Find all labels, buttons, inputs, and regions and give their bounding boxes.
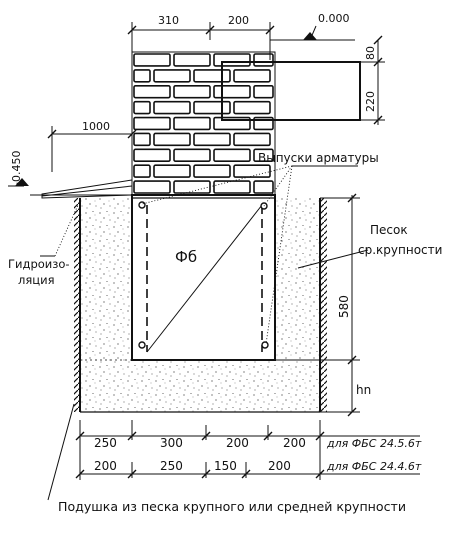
- dim-slab-220: 220: [364, 91, 377, 112]
- dim-row2-c: 150: [214, 459, 237, 473]
- dim-block-height: 580: [337, 295, 351, 318]
- block-label: Фб: [175, 248, 197, 266]
- brick: [133, 116, 171, 131]
- brick: [173, 180, 211, 194]
- dim-offset-1000: 1000: [82, 120, 110, 133]
- brick: [213, 148, 251, 163]
- brick: [253, 84, 274, 99]
- dim-row2-label: для ФБС 24.4.6т: [326, 460, 422, 473]
- dim-row1-d: 200: [283, 436, 306, 450]
- brick: [233, 132, 271, 147]
- waterproof-label-2: ляция: [18, 273, 55, 287]
- brick: [133, 148, 171, 163]
- rebar-bottom-right: [261, 341, 269, 349]
- brick: [193, 69, 231, 83]
- level-zero: 0.000: [318, 12, 350, 25]
- brick: [233, 164, 271, 178]
- sand-label-2: ср.крупности: [358, 243, 442, 257]
- right-dimension-lines: [275, 193, 360, 417]
- floor-slab: [221, 61, 361, 121]
- dim-brick-width: 310: [158, 14, 179, 27]
- brick: [213, 180, 251, 194]
- brick: [193, 164, 231, 178]
- dim-slab-80: 80: [364, 46, 377, 60]
- brick: [253, 180, 274, 194]
- rebar-bottom-left: [138, 341, 146, 349]
- dim-row2-b: 250: [160, 459, 183, 473]
- brick: [213, 84, 251, 99]
- dim-row1-a: 250: [94, 436, 117, 450]
- brick: [193, 132, 231, 147]
- bottom-dimension-lines: [75, 420, 420, 480]
- brick: [233, 69, 271, 83]
- excavation-walls: [74, 198, 327, 412]
- brick-wall: [131, 51, 276, 196]
- brick: [133, 164, 151, 178]
- brick: [173, 116, 211, 131]
- waterproof-label-1: Гидроизо-: [8, 257, 70, 271]
- level-ground: -0.450: [10, 151, 23, 186]
- brick: [193, 100, 231, 115]
- slab-dimension-lines: [360, 35, 385, 125]
- brick: [133, 53, 171, 67]
- brick: [153, 100, 191, 115]
- brick: [153, 69, 191, 83]
- dim-row1-b: 300: [160, 436, 183, 450]
- dim-row1-c: 200: [226, 436, 249, 450]
- left-dimension-lines: [8, 126, 137, 199]
- rebar-top-left: [138, 201, 146, 209]
- dim-row2-d: 200: [268, 459, 291, 473]
- brick: [153, 132, 191, 147]
- brick: [153, 164, 191, 178]
- brick: [213, 53, 251, 67]
- top-dimension-lines: [127, 22, 355, 60]
- brick: [173, 53, 211, 67]
- brick: [253, 148, 274, 163]
- sand-label-1: Песок: [370, 223, 408, 237]
- leader-lines: [40, 165, 369, 501]
- brick: [133, 132, 151, 147]
- brick: [133, 180, 171, 194]
- foundation-block: [131, 194, 276, 361]
- brick: [133, 69, 151, 83]
- dim-cushion-height: hn: [356, 383, 371, 397]
- brick: [173, 148, 211, 163]
- cushion-label: Подушка из песка крупного или средней кр…: [58, 500, 406, 514]
- dim-row1-label: для ФБС 24.5.6т: [326, 437, 422, 450]
- brick: [173, 84, 211, 99]
- brick: [133, 100, 151, 115]
- dim-slab-gap: 200: [228, 14, 249, 27]
- brick: [233, 100, 271, 115]
- dim-row2-a: 200: [94, 459, 117, 473]
- brick: [133, 84, 171, 99]
- rebar-label: Выпуски арматуры: [258, 151, 379, 165]
